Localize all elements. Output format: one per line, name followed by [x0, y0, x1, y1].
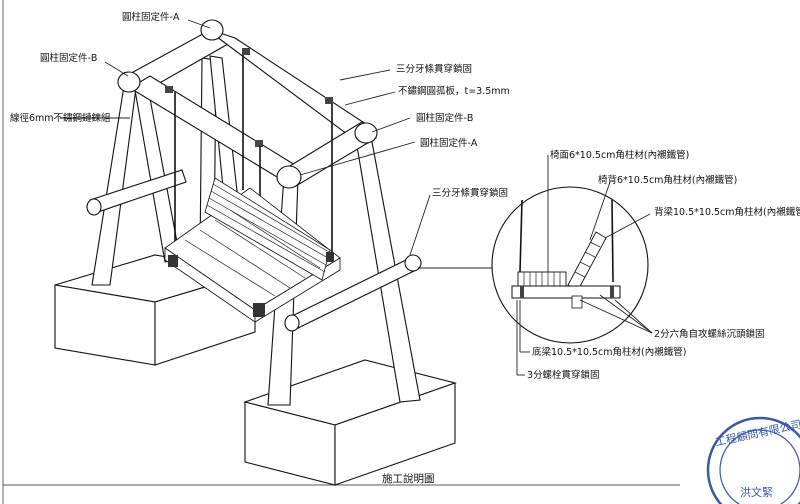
- drawing-frame: [2, 0, 680, 504]
- company-seal-icon: 工程顧問有限公司 洪文緊: [706, 416, 800, 504]
- label-clamp-b-left: 圓柱固定件-B: [40, 52, 97, 64]
- label-bottom-beam: 底梁10.5*10.5cm角柱材(內襯鐵管): [532, 346, 686, 358]
- callout-labels: 圓柱固定件-A 圓柱固定件-B 三分牙條貫穿鎖固 不鏽鋼圓孤板，t=3.5mm …: [10, 11, 510, 199]
- label-clamp-a-top: 圓柱固定件-A: [122, 11, 180, 23]
- label-chain: 線徑6mm不鏽鋼鏈鍊組: [10, 112, 111, 124]
- label-clamp-a-right: 圓柱固定件-A: [420, 137, 478, 149]
- seal-text-2: 洪文緊: [740, 485, 773, 499]
- label-rod-mid: 三分牙條貫穿鎖固: [432, 187, 508, 199]
- label-back-slat: 椅背6*10.5cm角柱材(內襯鐵管): [598, 174, 737, 186]
- steel-plates: [165, 48, 333, 147]
- label-bolt: 3分螺栓貫穿鎖固: [527, 369, 600, 381]
- detail-labels: 椅面6*10.5cm角柱材(內襯鐵管) 椅背6*10.5cm角柱材(內襯鐵管) …: [527, 149, 800, 381]
- detail-leader-lines: [516, 155, 653, 376]
- leader-lines: [60, 19, 492, 269]
- label-back-beam: 背梁10.5*10.5cm角柱材(內襯鐵管): [654, 206, 800, 218]
- seal-text: 工程顧問有限公司: [714, 417, 800, 449]
- drawing-caption: 施工說明圖: [382, 472, 435, 485]
- label-rod-top: 三分牙條貫穿鎖固: [396, 63, 472, 75]
- label-clamp-b-right: 圓柱固定件-B: [416, 112, 473, 124]
- label-armrest: 椅面6*10.5cm角柱材(內襯鐵管): [550, 149, 689, 161]
- detail-view: [491, 186, 649, 344]
- label-plate: 不鏽鋼圓孤板，t=3.5mm: [398, 85, 510, 97]
- label-screws: 2分六角自攻螺絲沉頭鎖固: [654, 328, 765, 340]
- swing-bench: [164, 177, 341, 323]
